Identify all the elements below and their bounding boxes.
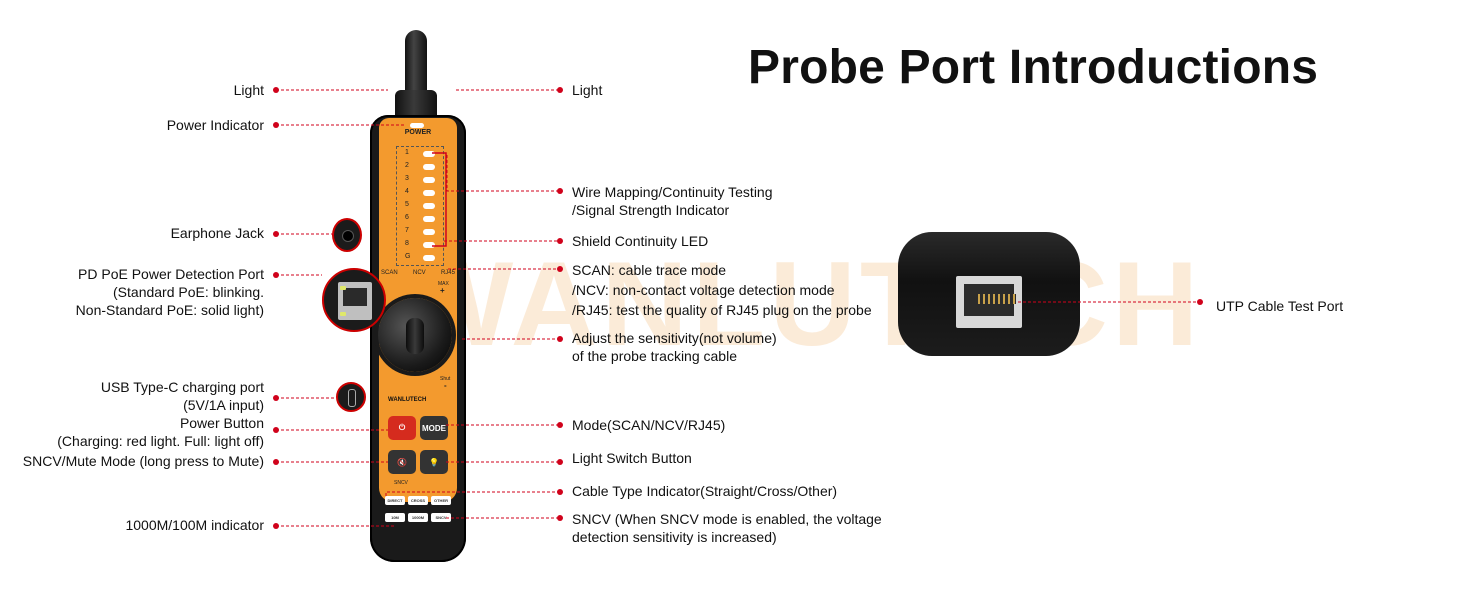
poe-led-top xyxy=(340,286,346,290)
mode-rj45-label: RJ45 xyxy=(440,270,455,276)
power-icon: ⏻ xyxy=(398,423,406,432)
led-row: 2 xyxy=(405,162,441,174)
light-switch-button[interactable]: 💡 xyxy=(420,450,448,474)
label-sensitivity: Adjust the sensitivity(not volume) of th… xyxy=(572,330,777,364)
sncv-label: SNCV xyxy=(394,480,408,486)
tester-device: POWER 1 2 3 4 5 6 7 8 G SCAN NCV RJ45 MA… xyxy=(368,30,478,570)
device-brand: WANLUTECH xyxy=(388,397,427,403)
led-row: 1 xyxy=(405,149,441,161)
label-utp-port: UTP Cable Test Port xyxy=(1216,298,1344,314)
label-light-left: Light xyxy=(233,82,264,98)
led-row-ground: G xyxy=(405,253,441,265)
label-light-right: Light xyxy=(572,82,603,98)
callout-dot xyxy=(273,272,279,278)
poe-led-bottom xyxy=(340,312,346,316)
callout-dot xyxy=(557,489,563,495)
label-wire-mapping: Wire Mapping/Continuity Testing /Signal … xyxy=(572,184,773,218)
rj45-jack xyxy=(338,282,372,320)
label-pd-poe: PD PoE Power Detection Port (Standard Po… xyxy=(75,266,264,318)
label-light-switch: Light Switch Button xyxy=(572,450,692,466)
callout-dot xyxy=(273,395,279,401)
cable-type-cross: CROSS xyxy=(408,496,428,505)
led-row: 6 xyxy=(405,214,441,226)
utp-test-port xyxy=(956,276,1022,328)
label-mode-button: Mode(SCAN/NCV/RJ45) xyxy=(572,417,726,433)
label-speed-indicator: 1000M/100M indicator xyxy=(125,517,264,533)
earphone-jack-closeup xyxy=(332,218,362,252)
power-button[interactable]: ⏻ xyxy=(388,416,416,440)
callout-dot xyxy=(273,523,279,529)
cable-type-direct: DIRECT xyxy=(385,496,405,505)
label-power-button: Power Button (Charging: red light. Full:… xyxy=(57,415,264,449)
callout-dot xyxy=(557,238,563,244)
usb-c-port-closeup xyxy=(336,382,366,412)
speed-10m-chip: 10M xyxy=(385,513,405,522)
wire-map-led-panel: 1 2 3 4 5 6 7 8 G xyxy=(396,146,444,266)
callout-dot xyxy=(273,231,279,237)
device-antenna xyxy=(405,30,427,100)
callout-dot xyxy=(557,515,563,521)
label-modes: SCAN: cable trace mode /NCV: non-contact… xyxy=(572,262,872,318)
label-sncv-mute: SNCV/Mute Mode (long press to Mute) xyxy=(22,453,264,469)
callout-dot xyxy=(273,459,279,465)
power-led xyxy=(410,123,424,128)
callout-dot xyxy=(273,87,279,93)
knob-grip xyxy=(406,318,424,354)
speaker-mute-icon: 🔇 xyxy=(397,457,407,467)
callout-dot xyxy=(273,427,279,433)
bulb-icon: 💡 xyxy=(429,457,439,467)
label-usb-c: USB Type-C charging port (5V/1A input) xyxy=(100,379,264,413)
cable-type-other: OTHER xyxy=(431,496,451,505)
led-row: 7 xyxy=(405,227,441,239)
label-cable-type: Cable Type Indicator(Straight/Cross/Othe… xyxy=(572,483,838,499)
speed-1000m-chip: 1000M xyxy=(408,513,428,522)
mode-led-labels: SCAN NCV RJ45 xyxy=(381,270,455,276)
label-sncv: SNCV (When SNCV mode is enabled, the vol… xyxy=(572,511,882,545)
earphone-jack-hole xyxy=(342,230,354,242)
knob-minus-label: - xyxy=(444,381,447,390)
power-led-label: POWER xyxy=(404,129,432,136)
sensitivity-knob[interactable] xyxy=(378,298,452,372)
mute-button[interactable]: 🔇 xyxy=(388,450,416,474)
mode-button[interactable]: MODE xyxy=(420,416,448,440)
knob-max-label: MAX xyxy=(438,281,449,287)
mode-scan-label: SCAN xyxy=(381,270,398,276)
callout-dot xyxy=(557,459,563,465)
led-row: 8 xyxy=(405,240,441,252)
usb-c-slot xyxy=(348,389,356,407)
sncv-chip: SNCV xyxy=(431,513,451,522)
page-title: Probe Port Introductions xyxy=(748,41,1319,94)
callout-dot xyxy=(273,122,279,128)
mode-ncv-label: NCV xyxy=(412,270,426,276)
callout-dot xyxy=(557,87,563,93)
callout-dot xyxy=(1197,299,1203,305)
callout-dot xyxy=(557,188,563,194)
label-shield-led: Shield Continuity LED xyxy=(572,233,709,249)
probe-head xyxy=(898,232,1080,356)
knob-shut-label: Shut xyxy=(440,376,451,382)
led-row: 4 xyxy=(405,188,441,200)
label-power-indicator: Power Indicator xyxy=(166,117,264,133)
label-earphone-jack: Earphone Jack xyxy=(170,225,264,241)
knob-plus-label: + xyxy=(440,286,445,295)
poe-port-closeup xyxy=(322,268,386,332)
callout-dot xyxy=(557,266,563,272)
callout-dot xyxy=(557,336,563,342)
led-row: 3 xyxy=(405,175,441,187)
led-row: 5 xyxy=(405,201,441,213)
callout-dot xyxy=(557,422,563,428)
